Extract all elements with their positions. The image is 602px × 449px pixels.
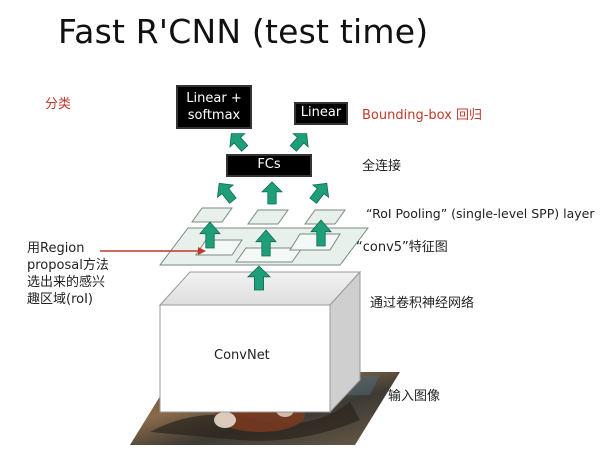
region-proposal-line: 用Region [27,241,85,256]
arrow-roi-left [199,221,221,249]
fully-connected-label: 全连接 [362,159,402,174]
fcs-label: FCs [257,157,281,172]
region-proposal-pointer [100,247,206,255]
conv5-label: “conv5”特征图 [356,240,448,255]
arrow-pool-to-fc-right [309,182,330,204]
linear-label: Linear [300,105,342,120]
region-proposal-line: proposal方法 [27,258,109,273]
arrow-fc-to-softmax [229,133,249,152]
convnet-cube [158,270,362,414]
input-image-label: 输入图像 [388,389,441,404]
arrow-fc-to-bbox [289,133,309,152]
cnn-label: 通过卷积神经网络 [370,296,475,311]
flow-arrows [199,133,332,291]
region-proposal-label: 用Region proposal方法 选出来的感兴 趣区域(roI) [27,240,109,308]
linear-block: Linear [294,102,348,125]
arrow-roi-right [310,219,332,247]
linear-softmax-label: Linear + softmax [186,91,242,123]
arrow-roi-middle [255,229,277,257]
classify-label: 分类 [45,97,72,112]
region-proposal-line: 选出来的感兴 [27,275,106,290]
convnet-label: ConvNet [214,348,270,363]
region-proposal-line: 趣区域(roI) [27,292,93,307]
arrow-pool-to-fc-left [216,182,237,204]
roi-pooling-label: “RoI Pooling” (single-level SPP) layer [366,206,595,221]
roi-pooled-features [191,207,346,225]
arrow-pool-to-fc-middle [261,181,283,205]
page-title: Fast R'CNN (test time) [58,12,429,51]
bbox-regression-label: Bounding-box 回归 [362,108,483,123]
fcs-block: FCs [226,154,312,177]
arrow-convnet-to-conv5 [247,265,271,291]
linear-softmax-block: Linear + softmax [176,85,252,129]
